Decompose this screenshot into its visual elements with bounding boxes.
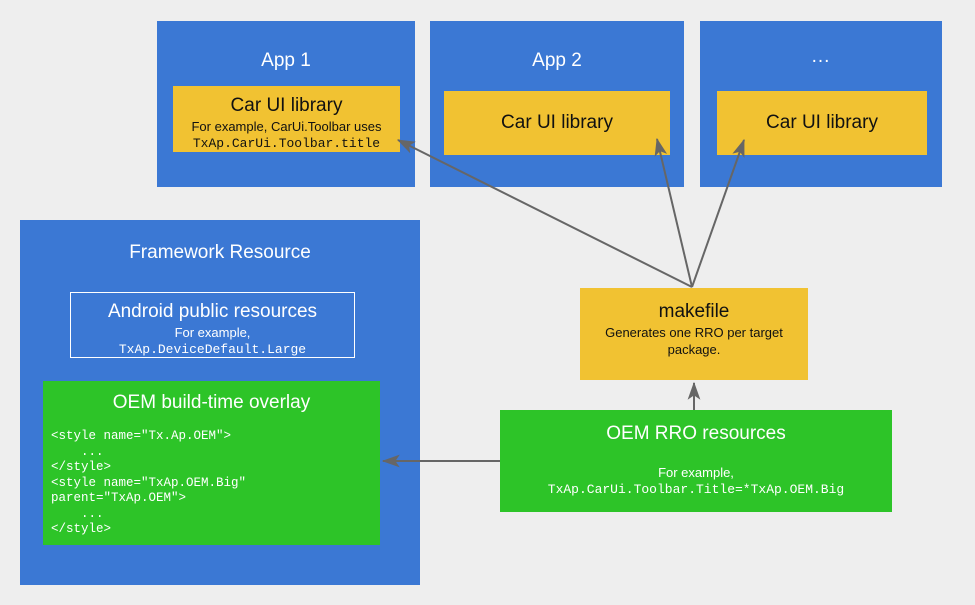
car-ui-library-1-example-code: TxAp.CarUi.Toolbar.title — [192, 136, 381, 151]
app-group-3-title: ... — [811, 46, 831, 67]
android-public-resources-content: Android public resources For example, Tx… — [71, 300, 354, 358]
oem-rro-resources-example-code: TxAp.CarUi.Toolbar.Title=*TxAp.OEM.Big — [547, 482, 845, 497]
app-group-3: ... Car UI library — [700, 21, 942, 187]
makefile-box: makefile Generates one RRO per target pa… — [580, 288, 808, 380]
oem-rro-resources-heading: OEM RRO resources — [606, 423, 786, 444]
car-ui-library-box-2: Car UI library — [444, 91, 670, 155]
oem-rro-resources-example-label: For example, — [658, 465, 734, 480]
car-ui-library-2-heading: Car UI library — [501, 112, 613, 133]
android-public-resources-example-code: TxAp.DeviceDefault.Large — [118, 342, 307, 357]
makefile-description: Generates one RRO per target package. — [605, 325, 783, 357]
makefile-heading: makefile — [658, 301, 730, 322]
car-ui-library-box-3: Car UI library — [717, 91, 927, 155]
android-public-resources-box: Android public resources For example, Tx… — [70, 292, 355, 358]
app-group-2: App 2 Car UI library — [430, 21, 684, 187]
makefile-content: makefile Generates one RRO per target pa… — [580, 300, 808, 358]
car-ui-library-1-example-label: For example, CarUi.Toolbar uses — [191, 119, 382, 134]
oem-rro-resources-box: OEM RRO resources For example, TxAp.CarU… — [500, 410, 892, 512]
oem-build-time-overlay-code: <style name="Tx.Ap.OEM"> ... </style> <s… — [51, 429, 247, 536]
app-group-1: App 1 Car UI library For example, CarUi.… — [157, 21, 415, 187]
app-group-1-title: App 1 — [261, 50, 311, 71]
car-ui-library-3-heading: Car UI library — [766, 112, 878, 133]
oem-rro-resources-content: OEM RRO resources For example, TxAp.CarU… — [500, 422, 892, 498]
android-public-resources-heading: Android public resources — [107, 301, 318, 322]
car-ui-library-box-1: Car UI library For example, CarUi.Toolba… — [173, 86, 400, 152]
car-ui-library-1-heading: Car UI library — [230, 95, 343, 116]
framework-resource-group: Framework Resource Android public resour… — [20, 220, 420, 585]
app-group-2-title: App 2 — [532, 50, 582, 71]
oem-build-time-overlay-heading: OEM build-time overlay — [112, 392, 311, 413]
framework-resource-title: Framework Resource — [129, 242, 311, 263]
car-ui-library-1-content: Car UI library For example, CarUi.Toolba… — [173, 94, 400, 152]
oem-build-time-overlay-box: OEM build-time overlay <style name="Tx.A… — [43, 381, 380, 545]
android-public-resources-example-label: For example, — [174, 325, 251, 340]
